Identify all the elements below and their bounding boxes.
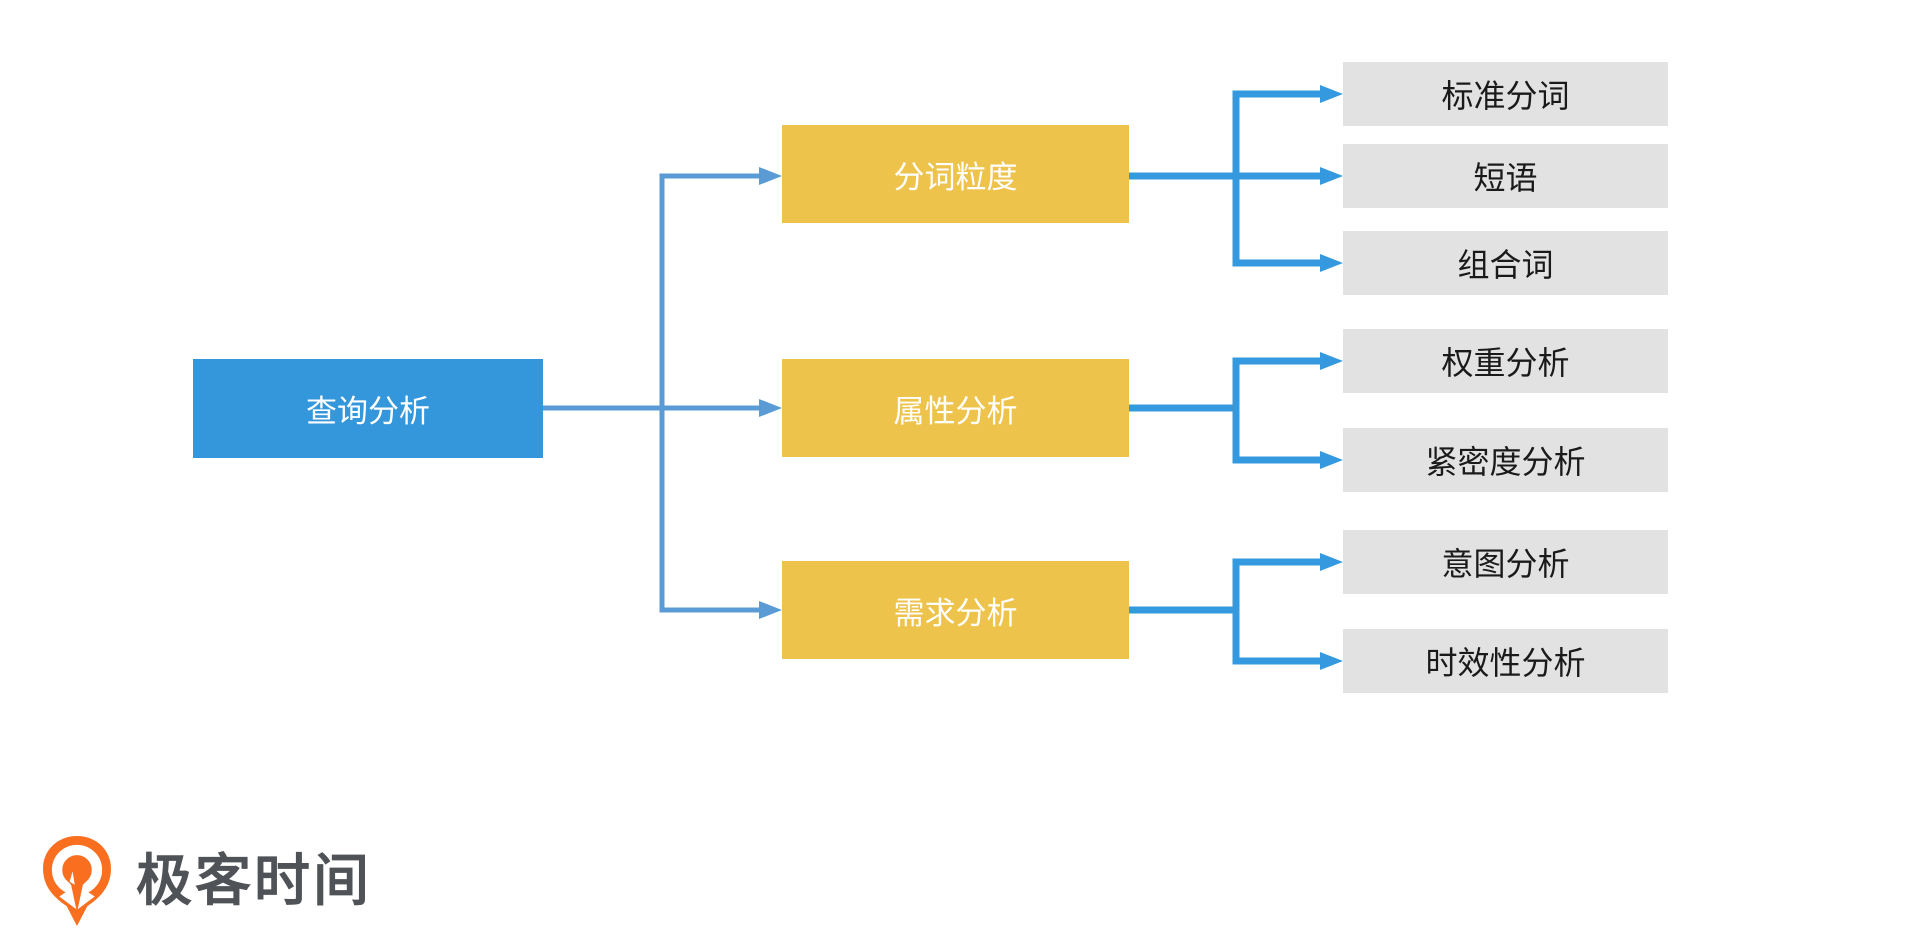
node-root-label: 查询分析 <box>306 394 430 429</box>
connector-root-to-branch-0 <box>543 167 782 411</box>
node-leaf-label: 意图分析 <box>1441 546 1570 582</box>
node-leaf-label: 组合词 <box>1457 247 1554 283</box>
geektime-logo-icon <box>43 835 111 927</box>
node-leaf-label: 短语 <box>1473 160 1538 196</box>
node-branch-label: 属性分析 <box>893 393 1018 429</box>
node-leaf-standard-segmentation: 标准分词 <box>1343 62 1668 126</box>
connector-branch-0-to-leaf-0 <box>1129 85 1343 180</box>
node-leaf-label: 时效性分析 <box>1425 645 1586 681</box>
node-branch-label: 分词粒度 <box>893 159 1018 195</box>
node-branch-segmentation-granularity: 分词粒度 <box>782 125 1129 223</box>
node-leaf-compound-word: 组合词 <box>1343 231 1668 295</box>
node-leaf-label: 权重分析 <box>1441 345 1570 381</box>
node-leaf-tightness-analysis: 紧密度分析 <box>1343 428 1668 492</box>
connector-branch-1-to-leaf-1 <box>1232 408 1343 469</box>
node-leaf-intent-analysis: 意图分析 <box>1343 530 1668 594</box>
node-leaf-weight-analysis: 权重分析 <box>1343 329 1668 393</box>
connector-branch-1-to-leaf-0 <box>1129 352 1343 412</box>
geektime-logo: 极客时间 <box>40 833 372 929</box>
node-leaf-timeliness-analysis: 时效性分析 <box>1343 629 1668 693</box>
connector-branch-0-to-leaf-2 <box>1232 176 1343 272</box>
node-branch-attribute-analysis: 属性分析 <box>782 359 1129 457</box>
node-root: 查询分析 <box>193 359 543 458</box>
node-branch-demand-analysis: 需求分析 <box>782 561 1129 659</box>
node-leaf-phrase: 短语 <box>1343 144 1668 208</box>
geektime-logo-text: 极客时间 <box>136 849 372 912</box>
node-branch-label: 需求分析 <box>893 595 1018 631</box>
connector-branch-2-to-leaf-1 <box>1232 610 1343 670</box>
node-leaf-label: 紧密度分析 <box>1425 444 1586 480</box>
connector-root-to-branch-2 <box>659 408 782 619</box>
node-leaf-label: 标准分词 <box>1441 78 1570 114</box>
connector-branch-2-to-leaf-0 <box>1129 553 1343 614</box>
